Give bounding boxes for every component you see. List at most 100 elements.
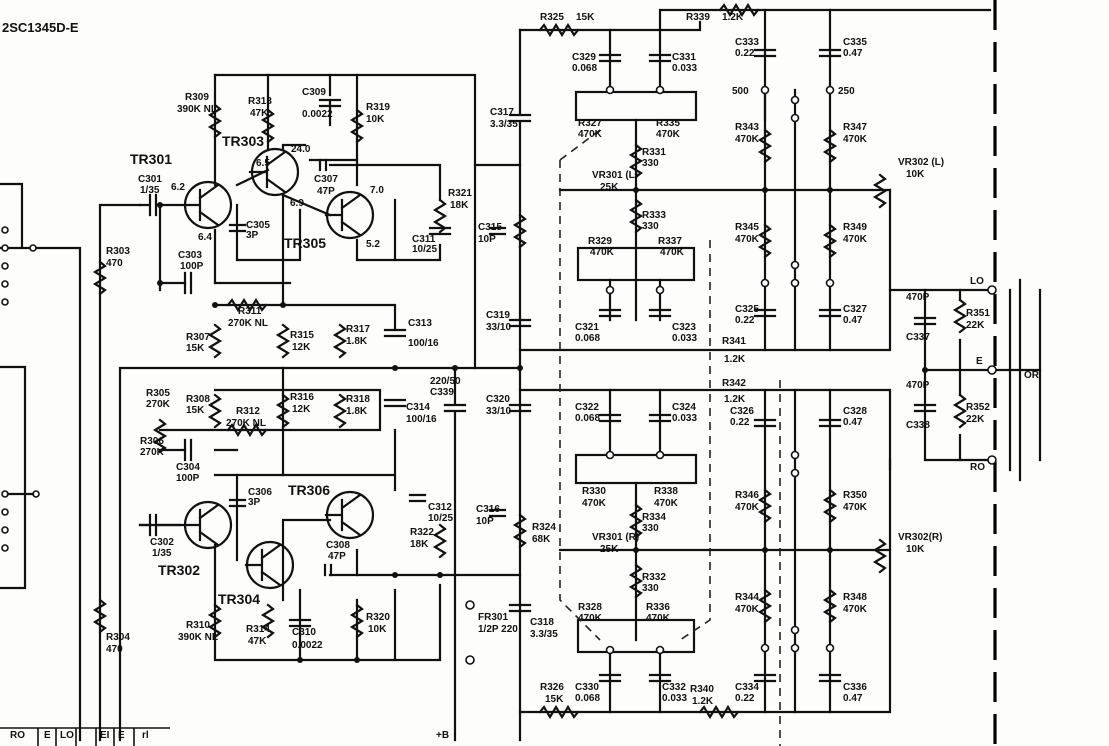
c319-value: 33/10 [486, 322, 511, 333]
r304-ref: R304 [106, 632, 130, 643]
r322-value: 18K [410, 539, 429, 550]
c315-ref: C315 [478, 222, 502, 233]
c337-value: 470P [906, 292, 930, 303]
r329-ref: R329 [588, 236, 612, 247]
c310-ref: C310 [292, 627, 316, 638]
r329-value: 470K [590, 247, 615, 258]
r350-value: 470K [843, 502, 868, 513]
c326-value: 0.22 [730, 417, 750, 428]
c317-ref: C317 [490, 107, 514, 118]
c322-ref: C322 [575, 402, 599, 413]
r351-ref: R351 [966, 308, 990, 319]
r335-value: 470K [656, 129, 681, 140]
r320-ref: R320 [366, 612, 390, 623]
vr302l-ref: VR302 (L) [898, 157, 944, 168]
tr301-pin-e: 6.4 [198, 232, 212, 243]
transistor-tr304 [244, 540, 295, 590]
fr301-ref: FR301 [478, 612, 508, 623]
r309-ref: R309 [185, 92, 209, 103]
c304-value: 100P [176, 473, 200, 484]
c319-ref: C319 [486, 310, 510, 321]
r317-value: 1.8K [346, 336, 368, 347]
bottom-terminal-e: E [44, 730, 51, 741]
r338-ref: R338 [654, 486, 678, 497]
c339-value: 220/50 [430, 376, 461, 387]
r319-value: 10K [366, 114, 385, 125]
c308-ref: C308 [326, 540, 350, 551]
r305-value: 270K [146, 399, 171, 410]
r304-value: 470 [106, 644, 123, 655]
tone-network-top [518, 2, 992, 352]
c331-ref: C331 [672, 52, 696, 63]
tr303-pin-c: 24.0 [291, 144, 311, 155]
output-section [888, 278, 1042, 482]
c334-value: 0.22 [735, 693, 755, 704]
plus-b-label: +B [436, 730, 449, 741]
c312-ref: C312 [428, 502, 452, 513]
r346-ref: R346 [735, 490, 759, 501]
r324-ref: R324 [532, 522, 556, 533]
c311-value: 10/25 [412, 244, 437, 255]
c330-ref: C330 [575, 682, 599, 693]
r315-ref: R315 [290, 330, 314, 341]
r334-value: 330 [642, 523, 659, 534]
r320-value: 10K [368, 624, 387, 635]
c336-value: 0.47 [843, 693, 863, 704]
c317-value: 3.3/35 [490, 119, 518, 130]
r307-value: 15K [186, 343, 205, 354]
r335-ref: R335 [656, 118, 680, 129]
tr301-pin-b: 6.2 [171, 182, 185, 193]
r349-ref: R349 [843, 222, 867, 233]
c327-value: 0.47 [843, 315, 863, 326]
c329-ref: C329 [572, 52, 596, 63]
vr301l-value: 25K [600, 182, 619, 193]
c314-ref: C314 [406, 402, 430, 413]
vr302r-value: 10K [906, 544, 925, 555]
c313-ref: C313 [408, 318, 432, 329]
c331-value: 0.033 [672, 63, 697, 74]
r312-value: 270K NL [226, 418, 266, 429]
bottom-terminal-ro: RO [10, 730, 25, 741]
r327-value: 470K [578, 129, 603, 140]
vr302r-ref: VR302(R) [898, 532, 942, 543]
c318-ref: C318 [530, 617, 554, 628]
r313-ref: R313 [248, 96, 272, 107]
c325-value: 0.22 [735, 315, 755, 326]
vr301r-value: 25K [600, 544, 619, 555]
r307-ref: R307 [186, 332, 210, 343]
r311-ref: R311 [238, 306, 262, 317]
r325-value: 15K [576, 12, 595, 23]
bottom-terminal-lo: LO [60, 730, 74, 741]
vr301r-ref: VR301 (R) [592, 532, 639, 543]
r336-value: 470K [646, 613, 671, 624]
c301 [138, 193, 187, 217]
r345-value: 470K [735, 234, 760, 245]
r312-ref: R312 [236, 406, 260, 417]
r332-ref: R332 [642, 572, 666, 583]
c304 [183, 438, 193, 462]
vr301l-ref: VR301 (L) [592, 170, 638, 181]
c333-ref: C333 [735, 37, 759, 48]
c303-value: 100P [180, 261, 204, 272]
transistor-tr305 [324, 190, 375, 240]
r315-value: 12K [292, 342, 311, 353]
r344-value: 470K [735, 604, 760, 615]
c324-value: 0.033 [672, 413, 697, 424]
r318-value: 1.8K [346, 406, 368, 417]
r338-value: 470K [654, 498, 679, 509]
c338-ref: C338 [906, 420, 930, 431]
c332-value: 0.033 [662, 693, 687, 704]
r348-ref: R348 [843, 592, 867, 603]
c321-ref: C321 [575, 322, 599, 333]
c308-value: 47P [328, 551, 346, 562]
r317-ref: R317 [346, 324, 370, 335]
r311-value: 270K NL [228, 318, 268, 329]
c335-ref: C335 [843, 37, 867, 48]
bottom-terminal-rl: rl [142, 730, 149, 741]
c303 [183, 271, 193, 295]
c302 [138, 513, 187, 537]
c302-value: 1/35 [152, 548, 172, 559]
transistor-tr301 [183, 180, 233, 230]
c312-value: 10/25 [428, 513, 453, 524]
c333-value: 0.22 [735, 48, 755, 59]
